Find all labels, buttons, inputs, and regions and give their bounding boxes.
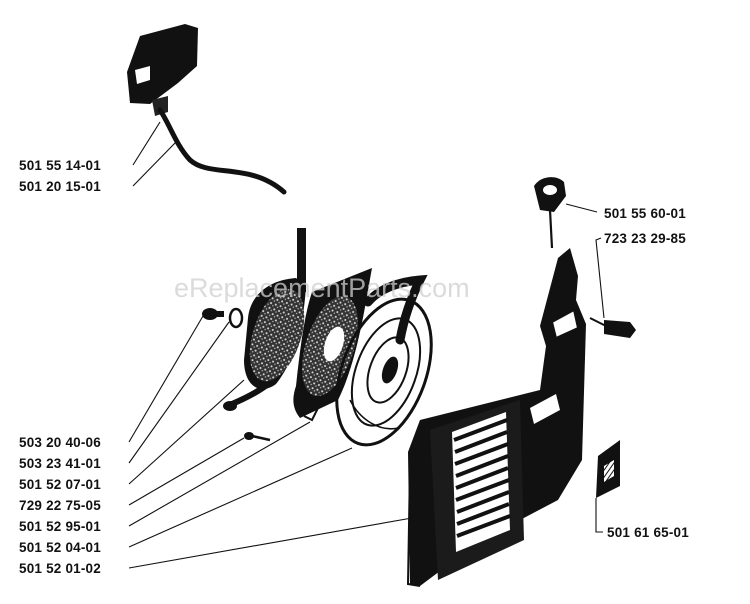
part-label-p3: 501 55 60-01 [604, 206, 686, 221]
washer [228, 307, 244, 329]
part-label-p9: 501 52 95-01 [19, 519, 101, 534]
decal [596, 440, 620, 498]
part-label-p11: 501 52 01-02 [19, 561, 101, 576]
part-label-p8: 729 22 75-05 [19, 498, 101, 513]
part-label-p12: 501 61 65-01 [607, 525, 689, 540]
housing-bolt [589, 317, 636, 338]
ignition-lead [157, 107, 287, 195]
screw [202, 308, 224, 320]
part-label-p4: 723 23 29-85 [604, 231, 686, 246]
small-screw [244, 432, 271, 442]
part-label-p1: 501 55 14-01 [19, 158, 101, 173]
starter-housing [406, 248, 586, 587]
part-label-p6: 503 23 41-01 [19, 456, 101, 471]
starter-pulley [335, 274, 433, 447]
spring-cassette [293, 268, 372, 422]
part-label-p5: 503 20 40-06 [19, 435, 101, 450]
housing-vent-grille [452, 412, 511, 552]
spark-plug-boot [127, 24, 198, 116]
leader-lines [128, 121, 605, 569]
part-label-p7: 501 52 07-01 [19, 477, 101, 492]
part-labels: 501 55 14-01 501 20 15-01 501 55 60-01 7… [19, 158, 689, 576]
starter-handle [534, 177, 566, 249]
part-label-p2: 501 20 15-01 [19, 179, 101, 194]
starter-pawl-disc [223, 228, 306, 411]
part-label-p10: 501 52 04-01 [19, 540, 101, 555]
watermark-text: eReplacementParts.com [174, 273, 470, 303]
